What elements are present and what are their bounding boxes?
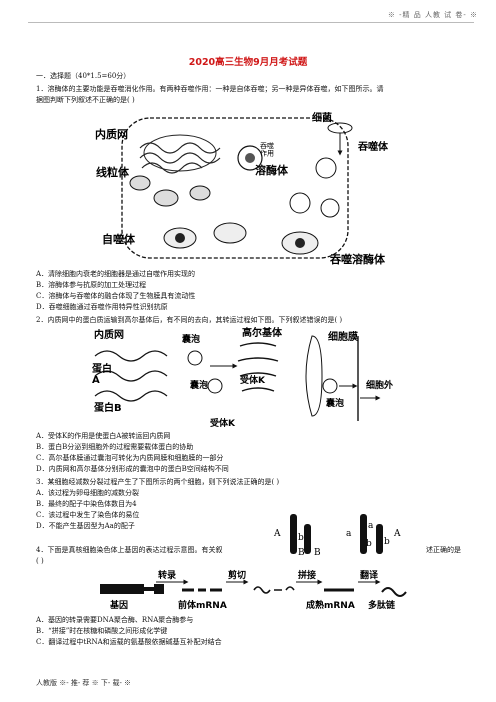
q1-stem-line1: 1．溶酶体的主要功能是吞噬消化作用。有两种吞噬作用：一种是自体吞噬；另一种是异体…	[36, 85, 384, 93]
q2-label-membrane: 细胞膜	[328, 330, 358, 343]
q4-label-translation: 翻译	[360, 569, 379, 581]
q3-stem: 3．某细胞经减数分裂过程产生了下图所示的两个细胞，则下列说法正确的是( )	[36, 478, 280, 486]
q4-label-mature-mrna: 成熟mRNA	[306, 599, 355, 611]
q4-label-transcription: 转录	[158, 569, 176, 581]
page-title: 2020高三生物9月月考试题	[188, 57, 308, 68]
q4-stem-left: 4．下面是真核细胞染色体上基因的表达过程示意图。有关叙	[36, 546, 223, 554]
q1-option-c: C．溶酶体与吞噬体的融合体现了生物膜具有流动性	[36, 292, 196, 300]
q4-label-polypeptide: 多肽链	[368, 599, 396, 611]
q3-label-a-upper-2: A	[393, 529, 401, 539]
q3-label-a-lower-1: a	[346, 529, 352, 539]
q1-label-mitochondria: 线粒体	[96, 165, 130, 179]
q3-label-a-lower-2: a	[368, 521, 374, 531]
q2-label-golgi: 高尔基体	[242, 326, 283, 339]
header-divider	[28, 22, 474, 23]
page-footer: 人教版 ※- 推- 荐 ※ 下- 载- ※	[36, 679, 132, 687]
q3-label-a-upper: A	[273, 529, 281, 539]
q1-label-phagosome: 吞噬体	[358, 140, 389, 153]
q2-label-vesicle-right: 囊泡	[325, 397, 344, 409]
q2-option-a: A．受体K的作用是使蛋白A被转运回内质网	[36, 432, 171, 440]
q1-stem-line2: 据图判断下列叙述不正确的是( )	[36, 96, 135, 104]
q1-label-bacteria: 细菌	[312, 111, 332, 124]
q3-option-b: B．最终的配子中染色体数目为4	[36, 500, 137, 508]
q4-label-gene: 基因	[109, 599, 128, 611]
q2-stem: 2．内质网中的蛋白质运输到高尔基体后，有不同的去向，其转运过程如下图。下列叙述错…	[36, 316, 343, 324]
q3-option-d: D．不能产生基因型为Aa的配子	[36, 522, 135, 530]
q2-label-protein-b: 蛋白B	[94, 401, 122, 414]
q1-option-d: D．吞噬细胞通过吞噬作用特异性识别抗原	[36, 303, 168, 311]
q1-lysosome-figure: 内质网 细菌 吞噬体 线粒体 吞噬作用 溶酶体 自噬体 吞噬溶酶体	[95, 111, 389, 266]
q1-option-a: A．清除细胞内衰老的细胞器是通过自噬作用实现的	[36, 270, 196, 278]
q3-label-b-upper-2: B	[314, 548, 321, 558]
q2-label-outside: 细胞外	[366, 379, 393, 391]
q2-option-d: D．内质网和高尔基体分别形成的囊泡中的蛋白B空间结构不同	[36, 465, 229, 473]
q3-label-b-lower: b	[298, 533, 304, 543]
q3-label-b-upper-1: B	[298, 548, 305, 558]
q4-option-b: B．“拼接”时在核糖和磷酸之间形成化学键	[36, 627, 168, 635]
q4-label-splice: 拼接	[298, 569, 316, 581]
q1-option-b: B．溶酶体参与抗原的加工处理过程	[36, 281, 147, 289]
q2-option-b: B．蛋白B分泌到细胞外的过程需要载体蛋白的协助	[36, 443, 194, 451]
q1-label-phagolysosome: 吞噬溶酶体	[330, 252, 386, 266]
q4-expression-figure: 转录 剪切 拼接 翻译 基因 前体mRNA 成熟mRNA 多肽链	[100, 569, 407, 611]
q4-option-c: C．翻译过程中tRNA和运载的氨基酸依据碱基互补配对结合	[36, 638, 222, 646]
q1-label-autophagosome: 自噬体	[102, 232, 136, 246]
q1-label-phagocytosis: 吞噬作用	[260, 141, 274, 158]
page-header: ※ -精 品 人教 试 卷- ※	[387, 11, 478, 19]
q2-label-er: 内质网	[94, 328, 124, 341]
q4-label-pre-mrna: 前体mRNA	[178, 599, 227, 611]
q3-option-c: C．该过程中发生了染色体的易位	[36, 511, 140, 519]
q3-chromosome-figure: A b B B a b a b A	[273, 514, 401, 558]
q2-label-receptor-k-bottom: 受体K	[210, 417, 236, 428]
q4-label-cut: 剪切	[228, 569, 246, 581]
q3-option-a: A．该过程为卵母细胞的减数分裂	[36, 489, 140, 497]
q2-label-vesicle-mid: 囊泡	[189, 379, 208, 391]
q2-label-vesicle-top: 囊泡	[181, 333, 200, 345]
q2-option-c: C．高尔基体膜通过囊泡可转化为内质网膜和细胞膜的一部分	[36, 454, 224, 462]
q3-label-b-lower-3: b	[384, 537, 390, 547]
q4-stem-right: 述正确的是	[426, 546, 461, 554]
q1-label-lysosome: 溶酶体	[255, 163, 289, 177]
section-heading: 一．选择题（40*1.5=60分）	[36, 72, 131, 80]
q2-label-receptor-k-mid: 受体K	[240, 374, 266, 386]
q4-option-a: A．基因的转录需要DNA聚合酶、RNA聚合酶参与	[36, 616, 194, 624]
q3-label-b-lower-2: b	[366, 539, 372, 549]
q1-label-er: 内质网	[95, 127, 128, 141]
q4-stem-line2: ( )	[36, 557, 44, 565]
